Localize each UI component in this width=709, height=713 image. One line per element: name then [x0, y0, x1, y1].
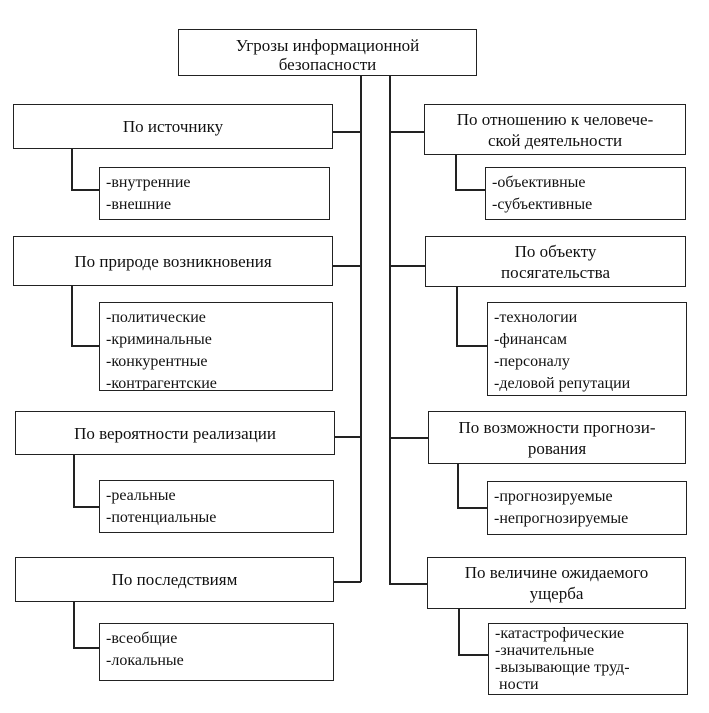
list-item: ности	[499, 676, 539, 693]
right-subitems-box-4: -катастрофические -значительные -вызываю…	[488, 623, 688, 695]
right-trunk-line	[389, 76, 391, 584]
list-item: -потенциальные	[106, 509, 217, 526]
list-item: -субъективные	[492, 196, 593, 213]
right-sub-vertical-4	[458, 609, 460, 655]
left-category-title: По последствиям	[111, 570, 238, 589]
right-category-title-line: По объекту	[514, 241, 597, 261]
left-subitems-box-1: -внутренние -внешние	[99, 167, 330, 220]
list-item: -вызывающие труд-	[495, 659, 630, 676]
list-item: -всеобщие	[106, 630, 178, 647]
list-item: -катастрофические	[495, 625, 625, 642]
root-title-line-2: безопасности	[278, 55, 377, 74]
list-item: -локальные	[106, 652, 184, 669]
left-category-box-3: По вероятности реализации	[15, 411, 335, 455]
root-title-line-1: Угрозы информационной	[235, 36, 420, 55]
list-item: -значительные	[495, 642, 595, 659]
right-category-title-line: рования	[527, 438, 587, 458]
list-item: -внутренние	[106, 174, 191, 191]
right-category-title-line: По отношению к человече-	[456, 109, 654, 129]
right-connector-1	[389, 131, 424, 133]
right-subitems-box-2: -технологии -финансам -персоналу -делово…	[487, 302, 687, 396]
left-sub-horizontal-2	[71, 345, 100, 347]
root-box: Угрозы информационной безопасности	[178, 29, 477, 76]
list-item: -деловой репутации	[494, 375, 631, 392]
right-sub-horizontal-2	[456, 345, 488, 347]
right-category-box-4: По величине ожидаемого ущерба	[427, 557, 686, 609]
left-category-box-4: По последствиям	[15, 557, 334, 602]
left-category-box-1: По источнику	[13, 104, 333, 149]
list-item: -внешние	[106, 196, 172, 213]
left-trunk-line	[360, 76, 362, 582]
left-sub-vertical-1	[71, 149, 73, 190]
left-connector-4	[334, 581, 361, 583]
right-category-title-line: ущерба	[529, 584, 584, 603]
left-connector-3	[335, 436, 361, 438]
right-category-title-line: посягательства	[501, 262, 610, 282]
list-item: -прогнозируемые	[494, 488, 613, 505]
right-sub-horizontal-1	[455, 189, 486, 191]
left-sub-vertical-2	[71, 286, 73, 346]
right-category-title-line: По величине ожидаемого	[464, 563, 649, 582]
right-sub-vertical-1	[455, 155, 457, 190]
left-connector-1	[333, 131, 361, 133]
list-item: -реальные	[106, 487, 176, 504]
list-item: -непрогнозируемые	[494, 510, 629, 527]
right-connector-4	[389, 583, 427, 585]
list-item: -криминальные	[106, 331, 212, 348]
right-category-box-2: По объекту посягательства	[425, 236, 686, 287]
list-item: -политические	[106, 309, 206, 326]
right-category-box-3: По возможности прогнози- рования	[428, 411, 686, 464]
list-item: -финансам	[494, 331, 568, 348]
left-subitems-box-4: -всеобщие -локальные	[99, 623, 334, 681]
left-subitems-box-2: -политические -криминальные -конкурентны…	[99, 302, 333, 391]
list-item: -технологии	[494, 309, 578, 326]
left-category-title: По источнику	[122, 117, 224, 136]
right-sub-vertical-3	[457, 464, 459, 508]
left-subitems-box-3: -реальные -потенциальные	[99, 480, 334, 533]
right-category-box-1: По отношению к человече- ской деятельнос…	[424, 104, 686, 155]
left-sub-vertical-4	[73, 602, 75, 648]
list-item: -объективные	[492, 174, 586, 191]
left-sub-horizontal-3	[73, 506, 100, 508]
right-subitems-box-3: -прогнозируемые -непрогнозируемые	[487, 481, 687, 535]
left-category-box-2: По природе возникновения	[13, 236, 333, 286]
right-sub-vertical-2	[456, 287, 458, 346]
right-connector-2	[389, 265, 425, 267]
right-category-title-line: ской деятельности	[487, 130, 623, 150]
left-sub-horizontal-4	[73, 647, 100, 649]
right-category-title-line: По возможности прогнози-	[458, 417, 656, 437]
left-category-title: По вероятности реализации	[74, 423, 276, 443]
right-sub-horizontal-3	[457, 507, 488, 509]
list-item: -контрагентские	[106, 375, 217, 391]
left-sub-vertical-3	[73, 455, 75, 507]
list-item: -конкурентные	[106, 353, 208, 370]
right-connector-3	[389, 437, 428, 439]
list-item: -персоналу	[494, 353, 570, 370]
right-subitems-box-1: -объективные -субъективные	[485, 167, 686, 220]
left-category-title: По природе возникновения	[74, 251, 272, 271]
right-sub-horizontal-4	[458, 654, 489, 656]
left-connector-2	[333, 265, 361, 267]
left-sub-horizontal-1	[71, 189, 100, 191]
